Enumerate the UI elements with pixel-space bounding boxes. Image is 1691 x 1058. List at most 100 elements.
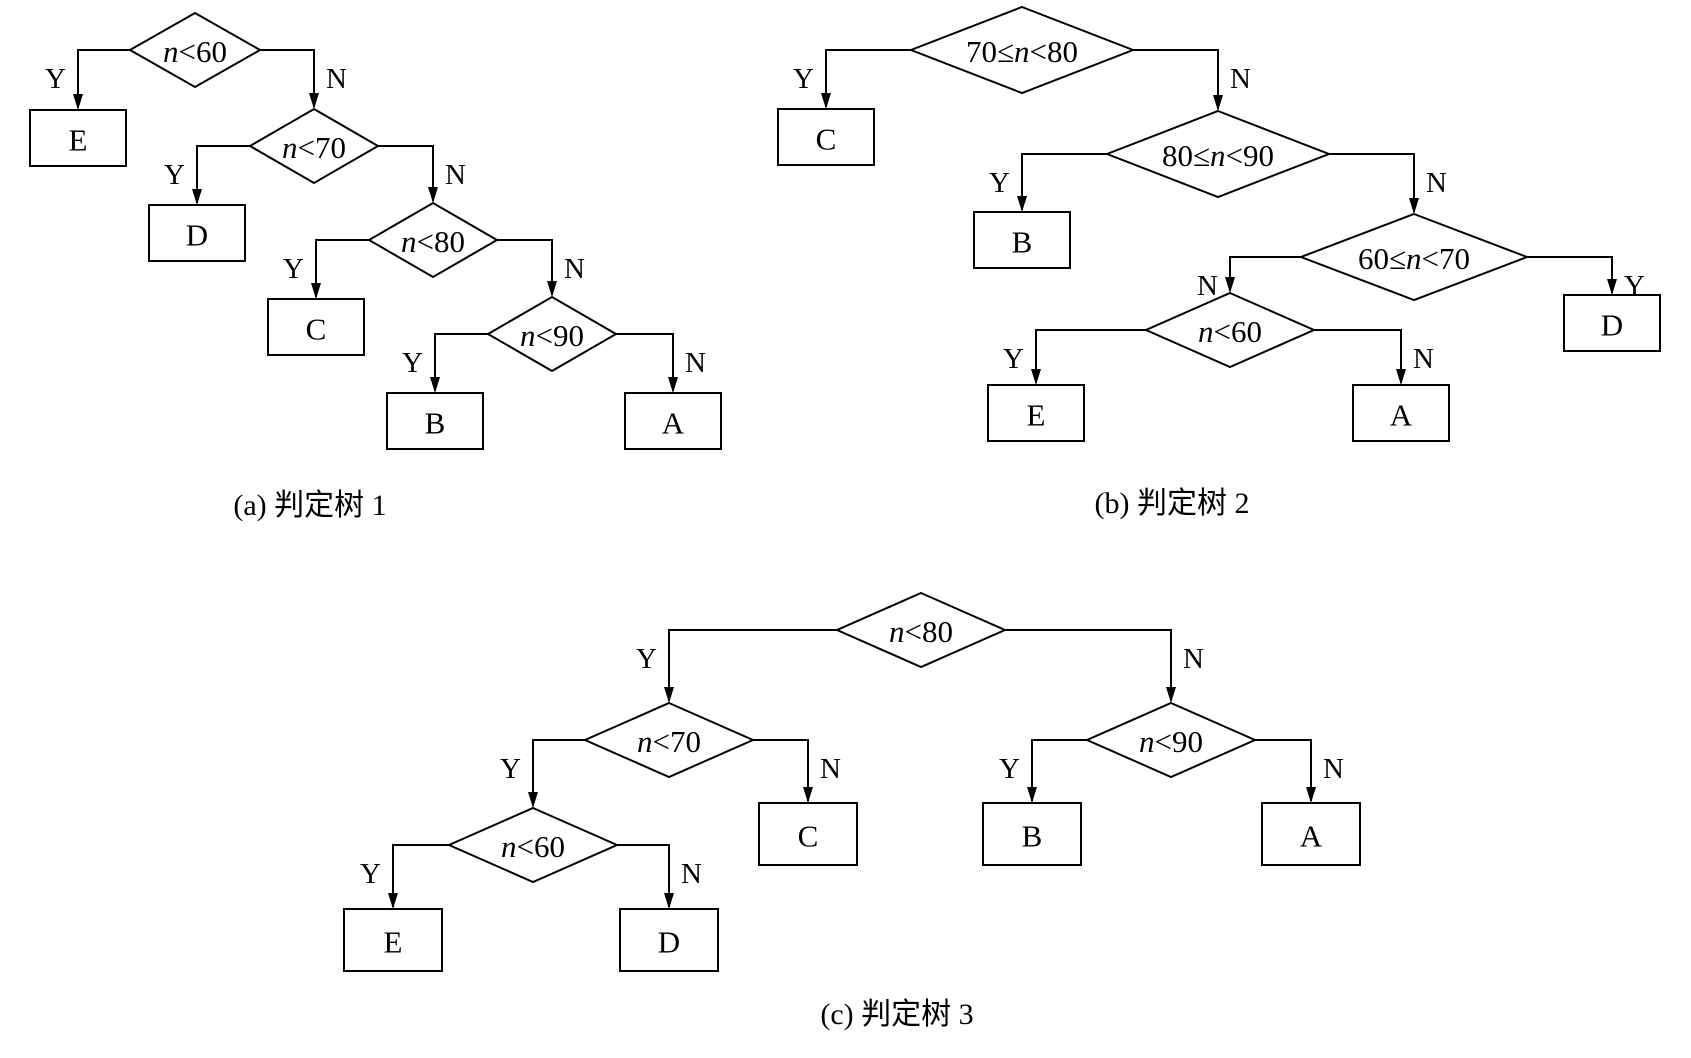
edge-t3-d2-to-t3-d4: Y bbox=[500, 739, 585, 808]
connector-line bbox=[1314, 329, 1402, 383]
grade-label: B bbox=[425, 406, 446, 441]
leaf-node-b: B bbox=[973, 211, 1071, 269]
diamond-shape bbox=[446, 806, 620, 884]
arrowhead bbox=[668, 377, 678, 393]
grade-label: C bbox=[816, 122, 837, 157]
box-shape bbox=[386, 392, 484, 450]
no-branch-label: N bbox=[1183, 643, 1204, 675]
diamond-shape bbox=[486, 295, 618, 373]
decision-node-80-n-90: 80≤n<90 bbox=[1104, 109, 1332, 199]
diamond-shape bbox=[908, 5, 1136, 95]
diamond-shape bbox=[1298, 212, 1530, 302]
grade-label: B bbox=[1012, 225, 1033, 260]
box-shape bbox=[758, 802, 858, 866]
no-branch-label: N bbox=[820, 753, 841, 785]
diamond-shape bbox=[1143, 291, 1317, 369]
leaf-node-d: D bbox=[1563, 294, 1661, 352]
condition-label: n<80 bbox=[401, 224, 465, 259]
connector-line bbox=[1133, 49, 1219, 109]
box-shape bbox=[973, 211, 1071, 269]
arrowhead bbox=[1306, 787, 1316, 803]
connector-line bbox=[196, 145, 250, 203]
arrowhead bbox=[1031, 369, 1041, 385]
edge-t2-d1-to-t2-d2: N bbox=[1133, 49, 1251, 111]
leaf-node-e: E bbox=[987, 384, 1085, 442]
diamond-shape bbox=[248, 107, 380, 185]
arrowhead bbox=[311, 283, 321, 299]
box-shape bbox=[343, 908, 443, 972]
connector-line bbox=[315, 239, 369, 297]
box-shape bbox=[777, 108, 875, 166]
connector-line bbox=[616, 333, 674, 391]
connector-line bbox=[1527, 256, 1613, 293]
leaf-node-a: A bbox=[624, 392, 722, 450]
leaf-node-e: E bbox=[29, 109, 127, 167]
connector-line bbox=[1035, 329, 1146, 383]
condition-label: 60≤n<70 bbox=[1358, 241, 1470, 276]
grade-label: E bbox=[384, 925, 403, 960]
edge-t3-d3-to-t3-A: N bbox=[1255, 739, 1344, 803]
edge-t1-d4-to-t1-A: N bbox=[616, 333, 706, 393]
edge-t2-d4-to-t2-A: N bbox=[1314, 329, 1434, 385]
no-branch-label: N bbox=[685, 347, 706, 379]
grade-label: D bbox=[658, 925, 680, 960]
arrowhead bbox=[1213, 95, 1223, 111]
yes-branch-label: Y bbox=[500, 753, 521, 785]
yes-branch-label: Y bbox=[283, 253, 304, 285]
decision-node-n-60: n<60 bbox=[1143, 291, 1317, 369]
box-shape bbox=[1352, 384, 1450, 442]
no-branch-label: N bbox=[1426, 167, 1447, 199]
condition-label: n<90 bbox=[1139, 724, 1203, 759]
arrowhead bbox=[664, 893, 674, 909]
decision-node-n-70: n<70 bbox=[248, 107, 380, 185]
no-branch-label: N bbox=[1197, 270, 1218, 302]
arrowhead bbox=[1027, 787, 1037, 803]
yes-branch-label: Y bbox=[636, 643, 657, 675]
arrowhead bbox=[803, 787, 813, 803]
decision-node-n-80: n<80 bbox=[367, 201, 499, 279]
arrowhead bbox=[388, 893, 398, 909]
edge-t1-d1-to-t1-d2: N bbox=[260, 49, 347, 109]
diamond-shape bbox=[1084, 701, 1258, 779]
decision-node-60-n-70: 60≤n<70 bbox=[1298, 212, 1530, 302]
leaf-node-a: A bbox=[1352, 384, 1450, 442]
figure-caption: (c) 判定树 3 bbox=[820, 998, 973, 1031]
arrowhead bbox=[428, 187, 438, 203]
leaf-node-a: A bbox=[1261, 802, 1361, 866]
arrowhead bbox=[547, 281, 557, 297]
box-shape bbox=[619, 908, 719, 972]
grade-label: D bbox=[1601, 308, 1623, 343]
decision-node-70-n-80: 70≤n<80 bbox=[908, 5, 1136, 95]
grade-label: B bbox=[1022, 819, 1043, 854]
connector-line bbox=[617, 844, 670, 907]
grade-label: D bbox=[186, 218, 208, 253]
arrowhead bbox=[430, 377, 440, 393]
diamond-shape bbox=[367, 201, 499, 279]
arrowhead bbox=[309, 93, 319, 109]
decision-node-n-60: n<60 bbox=[127, 11, 263, 89]
connector-line bbox=[1021, 153, 1107, 210]
box-shape bbox=[1563, 294, 1661, 352]
decision-node-n-90: n<90 bbox=[486, 295, 618, 373]
yes-branch-label: Y bbox=[402, 347, 423, 379]
arrowhead bbox=[1166, 687, 1176, 703]
box-shape bbox=[1261, 802, 1361, 866]
arrowhead bbox=[1017, 196, 1027, 212]
edge-t2-d2-to-t2-d3: N bbox=[1329, 153, 1447, 214]
connector-line bbox=[434, 333, 488, 391]
arrowhead bbox=[192, 189, 202, 205]
diamond-shape bbox=[1104, 109, 1332, 199]
arrowhead bbox=[528, 792, 538, 808]
connector-line bbox=[1329, 153, 1415, 212]
connector-line bbox=[392, 844, 449, 907]
leaf-node-c: C bbox=[267, 298, 365, 356]
edge-t1-d3-to-t1-C: Y bbox=[283, 239, 369, 299]
grade-label: C bbox=[306, 312, 327, 347]
yes-branch-label: Y bbox=[793, 63, 814, 95]
connector-line bbox=[825, 49, 911, 107]
edge-t2-d3-to-t2-d4: N bbox=[1197, 256, 1301, 302]
no-branch-label: N bbox=[1323, 753, 1344, 785]
leaf-node-d: D bbox=[148, 204, 246, 262]
